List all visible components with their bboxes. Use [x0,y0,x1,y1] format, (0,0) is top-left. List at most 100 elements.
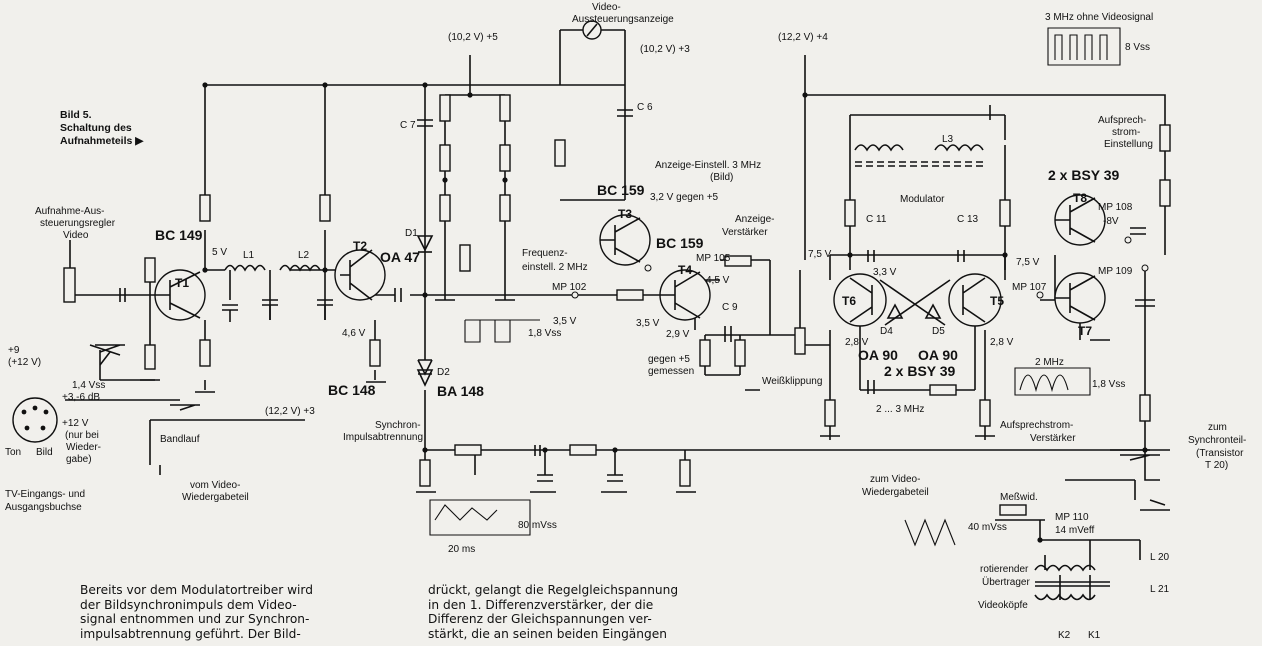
svg-text:T4: T4 [678,263,692,277]
svg-text:2,9 V: 2,9 V [666,329,690,340]
svg-text:L1: L1 [243,250,255,261]
svg-text:MP 109: MP 109 [1098,266,1133,277]
svg-text:T 20): T 20) [1205,460,1228,471]
svg-text:Aufnahme-Aus-: Aufnahme-Aus- [35,206,104,217]
svg-text:T5: T5 [990,294,1004,308]
svg-text:Aussteuerungsanzeige: Aussteuerungsanzeige [572,14,674,25]
svg-text:T2: T2 [353,239,367,253]
svg-text:MP 110: MP 110 [1055,512,1089,523]
svg-text:einstell. 2 MHz: einstell. 2 MHz [522,262,588,273]
svg-text:BC 149: BC 149 [155,227,203,243]
svg-text:-8V: -8V [1103,216,1119,227]
svg-text:(Bild): (Bild) [710,172,733,183]
svg-text:OA 90: OA 90 [918,347,958,363]
svg-text:BC 159: BC 159 [597,182,645,198]
text-line: der Bildsynchronimpuls dem Video- [80,597,297,612]
meter [582,20,602,40]
svg-text:Ausgangsbuchse: Ausgangsbuchse [5,502,82,513]
text-line: Bereits vor dem Modulatortreiber wird [80,583,313,597]
svg-text:Verstärker: Verstärker [1030,433,1076,444]
svg-text:Video-: Video- [592,2,621,13]
resistors [63,94,1171,516]
svg-text:gegen +5: gegen +5 [648,354,690,365]
svg-text:(10,2 V) +3: (10,2 V) +3 [640,44,690,55]
svg-text:Ton: Ton [5,447,21,458]
text-column-left: Bereits vor dem Modulatortreiber wird de… [80,583,385,641]
svg-text:2 ... 3 MHz: 2 ... 3 MHz [876,404,924,415]
wiring [65,29,1170,600]
svg-text:L2: L2 [298,250,310,261]
svg-text:2,8 V: 2,8 V [990,337,1014,348]
svg-text:Einstellung: Einstellung [1104,139,1153,150]
svg-text:BC 159: BC 159 [656,235,704,251]
svg-text:Frequenz-: Frequenz- [522,248,568,259]
svg-text:+9: +9 [8,345,20,356]
svg-text:steuerungsregler: steuerungsregler [40,218,116,229]
svg-text:Bild: Bild [36,447,53,458]
svg-text:Bandlauf: Bandlauf [160,434,200,445]
svg-text:5 V: 5 V [212,247,227,258]
svg-text:2 x BSY 39: 2 x BSY 39 [1048,167,1120,183]
svg-text:L 21: L 21 [1150,584,1170,595]
svg-text:BA 148: BA 148 [437,383,484,399]
capacitors [119,109,1155,482]
text-line: signal entnommen und zur Synchron- [80,612,310,627]
svg-text:D1: D1 [405,228,418,239]
svg-text:TV-Eingangs- und: TV-Eingangs- und [5,489,85,500]
figure-caption: Bild 5. Schaltung des Aufnahmeteils ▶ [60,109,180,148]
svg-text:L 20: L 20 [1150,552,1170,563]
svg-text:1,8 Vss: 1,8 Vss [1092,379,1125,390]
svg-text:MP 102: MP 102 [552,282,587,293]
svg-text:MP 105: MP 105 [696,253,731,264]
svg-text:Videoköpfe: Videoköpfe [978,600,1028,611]
svg-text:rotierender: rotierender [980,564,1029,575]
svg-text:(+12 V): (+12 V) [8,357,41,368]
svg-text:20 ms: 20 ms [448,544,475,555]
svg-text:Anzeige-Einstell. 3 MHz: Anzeige-Einstell. 3 MHz [655,160,761,171]
svg-text:L3: L3 [942,134,954,145]
caption-line: Bild 5. [60,109,92,121]
svg-text:(10,2 V) +5: (10,2 V) +5 [448,32,498,43]
svg-text:3 MHz ohne Videosignal: 3 MHz ohne Videosignal [1045,12,1153,23]
svg-text:7,5 V: 7,5 V [808,249,832,260]
switches [95,344,1170,511]
svg-text:BC 148: BC 148 [328,382,376,398]
svg-text:Aufsprech-: Aufsprech- [1098,115,1146,126]
svg-text:Weißklippung: Weißklippung [762,376,822,387]
caption-line: Schaltung des [60,122,132,134]
svg-text:1,4 Vss: 1,4 Vss [72,380,105,391]
svg-text:Video: Video [63,230,89,241]
svg-text:gemessen: gemessen [648,366,694,377]
svg-text:T7: T7 [1078,324,1092,338]
svg-text:C 13: C 13 [957,214,979,225]
svg-text:T1: T1 [175,276,189,290]
svg-text:3,3 V: 3,3 V [873,267,897,278]
svg-text:Aufsprechstrom-: Aufsprechstrom- [1000,420,1073,431]
svg-text:(12,2 V) +4: (12,2 V) +4 [778,32,828,43]
text-line: in den 1. Differenzverstärker, der die [428,597,654,612]
svg-text:Anzeige-: Anzeige- [735,214,774,225]
svg-text:T6: T6 [842,294,856,308]
waveforms [429,27,1121,547]
svg-text:D4: D4 [880,326,893,337]
svg-text:3,2 V gegen +5: 3,2 V gegen +5 [650,192,719,203]
svg-text:7,5 V: 7,5 V [1016,257,1040,268]
transistors [154,194,1106,327]
svg-text:C 7: C 7 [400,120,416,131]
svg-text:Synchronteil-: Synchronteil- [1188,435,1246,446]
svg-text:40 mVss: 40 mVss [968,522,1007,533]
svg-text:4,6 V: 4,6 V [342,328,366,339]
din-socket [12,397,58,443]
svg-text:(12,2 V) +3: (12,2 V) +3 [265,406,315,417]
svg-text:strom-: strom- [1112,127,1140,138]
svg-text:D5: D5 [932,326,945,337]
svg-text:K1: K1 [1088,630,1101,641]
svg-text:Impulsabtrennung: Impulsabtrennung [343,432,423,443]
svg-text:C 6: C 6 [637,102,653,113]
svg-text:C 9: C 9 [722,302,738,313]
svg-text:OA 90: OA 90 [858,347,898,363]
text-line: impulsabtrennung geführt. Der Bild- [80,626,301,641]
svg-text:zum: zum [1208,422,1227,433]
svg-text:Synchron-: Synchron- [375,420,421,431]
caption-line: Aufnahmeteils ▶ [60,135,144,147]
